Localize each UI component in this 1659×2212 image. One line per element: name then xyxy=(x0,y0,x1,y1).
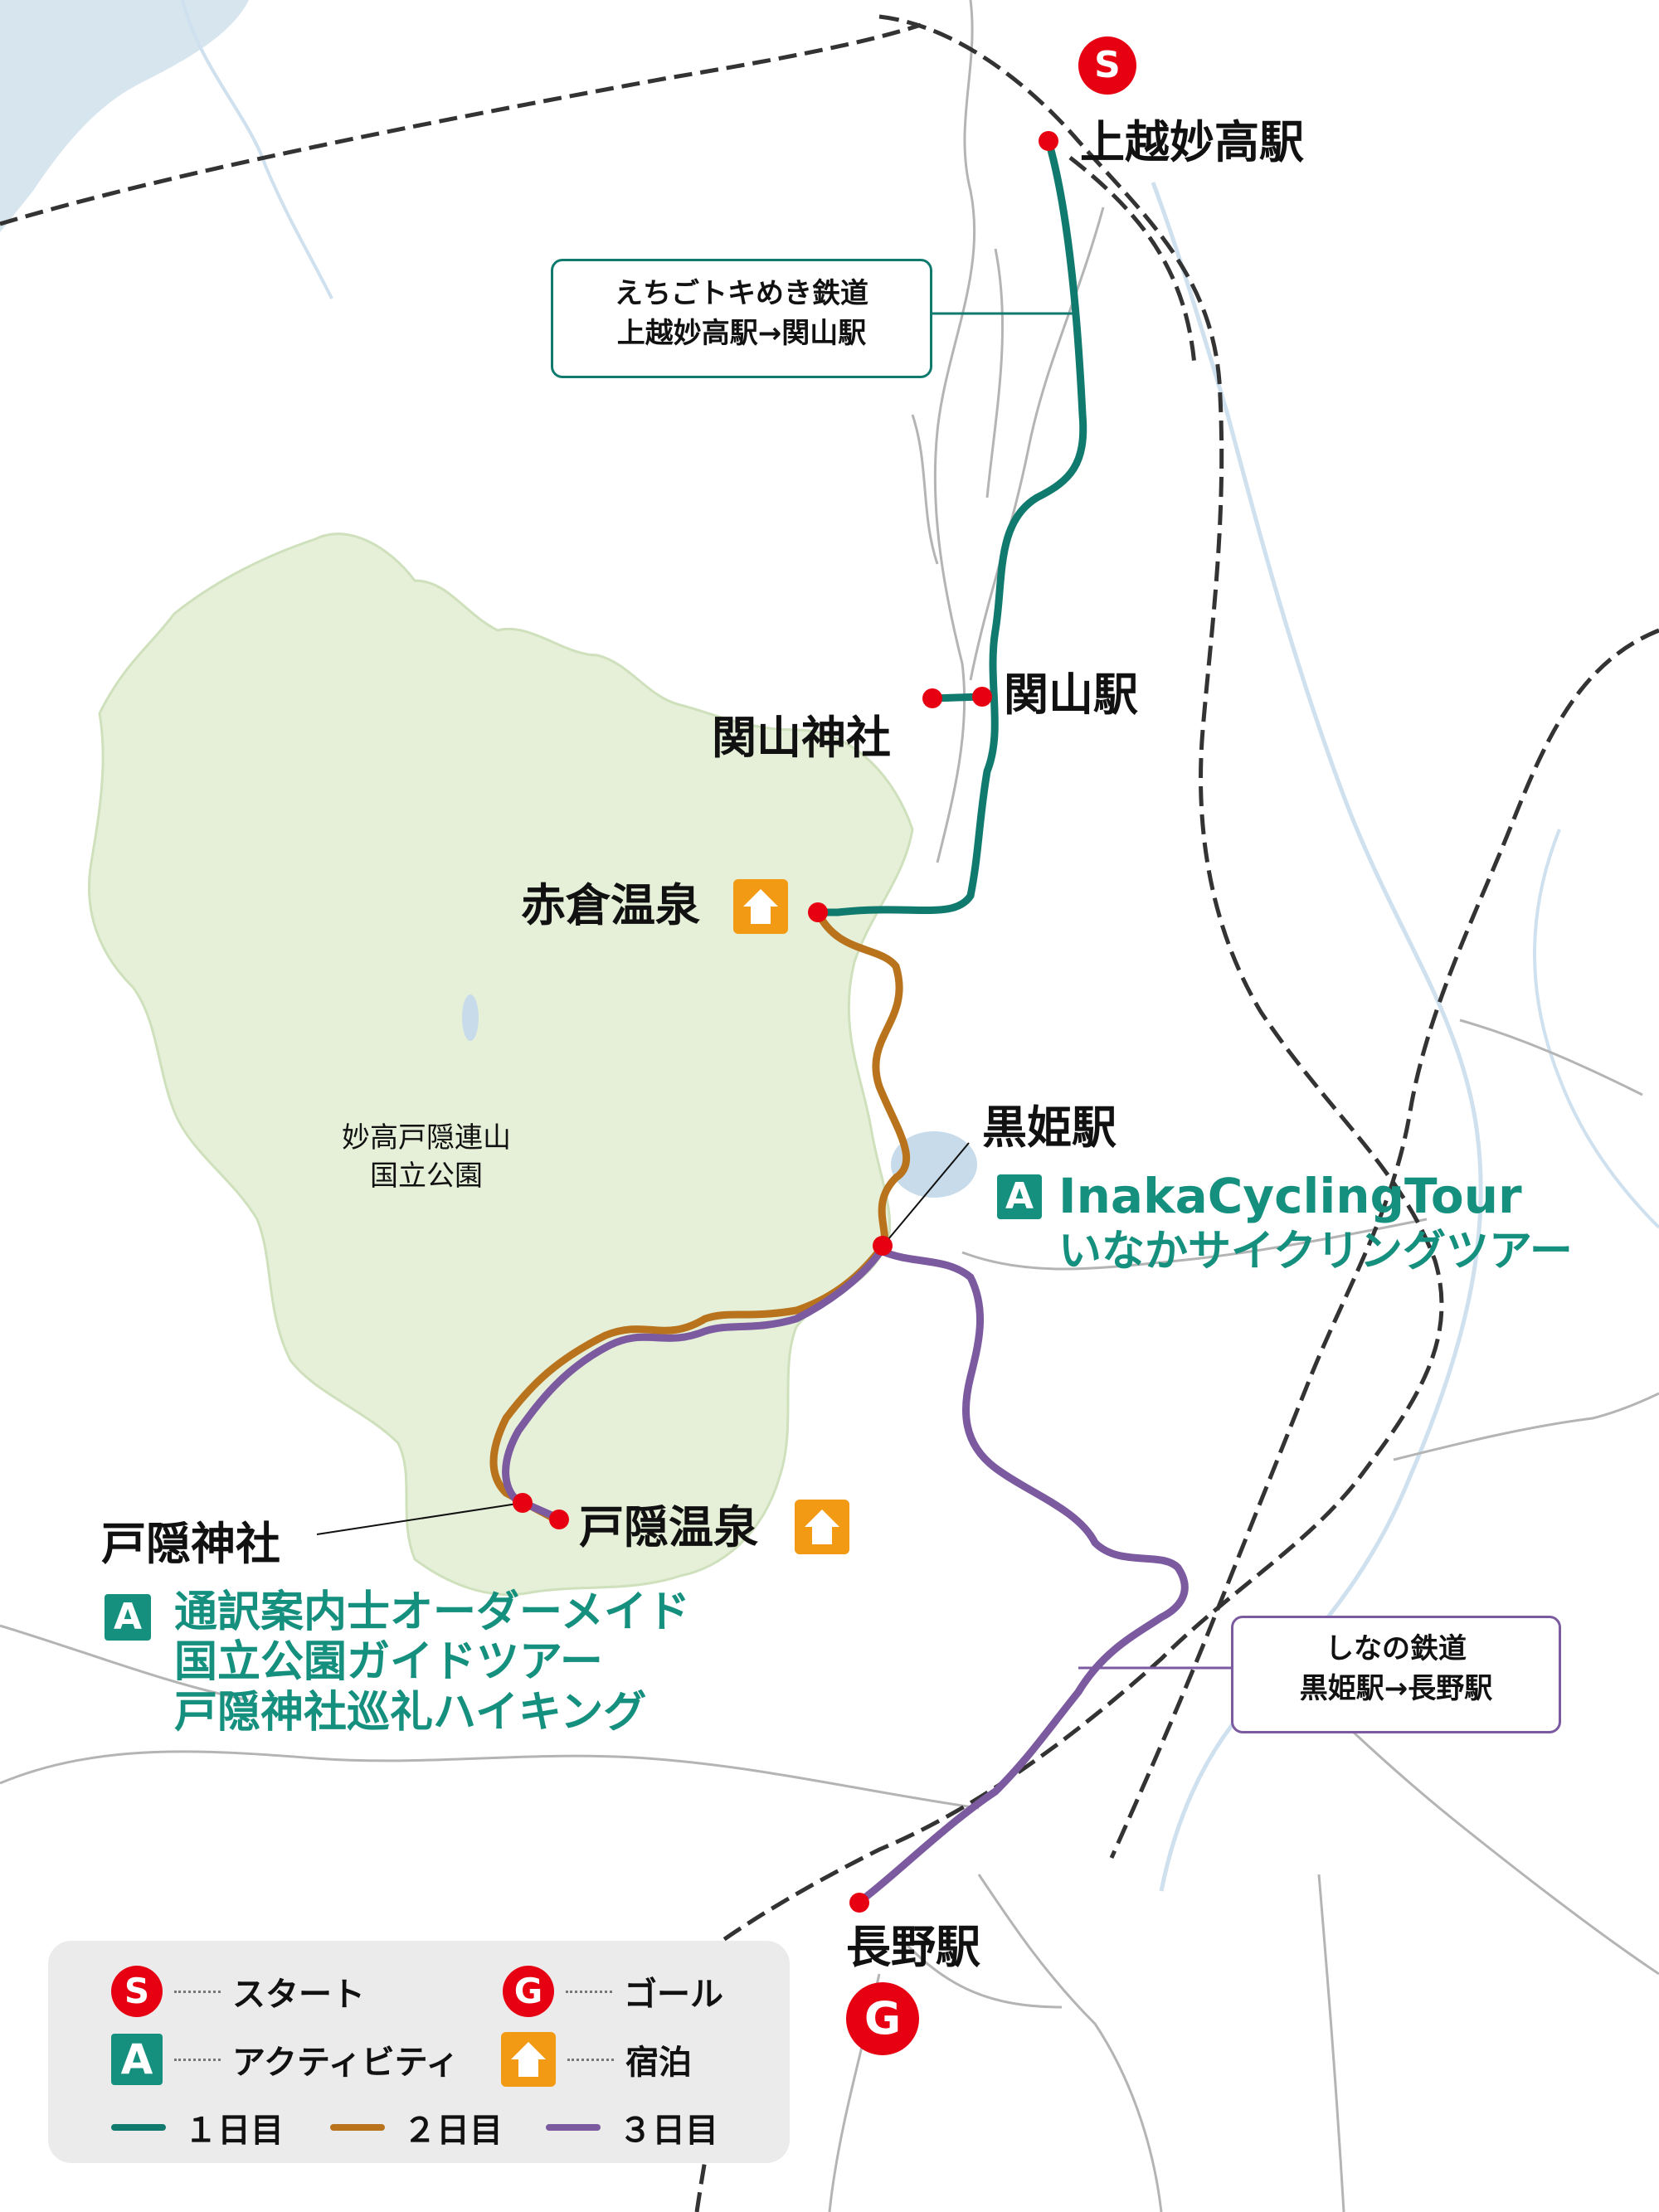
station-label-kurohime: 黒姫駅 xyxy=(982,1101,1117,1154)
legend-divider xyxy=(567,2058,614,2061)
legend-activity-label: アクティビティ xyxy=(232,2044,460,2082)
railway xyxy=(1068,156,1197,366)
legend-start: S スタート xyxy=(111,1966,365,2017)
legend-day2: ２日目 xyxy=(330,2103,503,2151)
station-dot-sekiyama-shrine xyxy=(922,688,942,708)
railway xyxy=(0,22,922,226)
start-marker: S xyxy=(1078,36,1136,95)
sea-area xyxy=(0,0,249,232)
road xyxy=(969,207,1105,681)
lodging-icon-akakura xyxy=(733,879,788,934)
legend-day2-line xyxy=(330,2124,385,2131)
park-name-line1: 妙高戸隠連山 xyxy=(342,1121,511,1155)
road xyxy=(911,414,939,565)
legend-day1-line xyxy=(111,2124,166,2131)
road xyxy=(1459,1018,1643,1096)
activity-togakushi-line2: 国立公園ガイドツアー xyxy=(174,1637,603,1688)
lodging-icon xyxy=(501,2032,556,2087)
activity-badge-inaka: A xyxy=(997,1174,1042,1219)
goal-marker-icon: G xyxy=(503,1966,554,2017)
legend-day2-label: ２日目 xyxy=(403,2112,503,2150)
legend: S スタート G ゴール A アクティビティ 宿泊 １日目 ２日目 ３日目 xyxy=(48,1941,790,2163)
house-icon xyxy=(805,1510,839,1544)
activity-inaka-line2: いなかサイクリングツアー xyxy=(1058,1226,1573,1276)
legend-divider xyxy=(566,1990,612,1993)
legend-start-label: スタート xyxy=(232,1976,365,2014)
lake xyxy=(462,994,479,1041)
station-label-nagano: 長野駅 xyxy=(846,1921,980,1973)
railway xyxy=(1109,628,1659,1860)
callout-shinano-line1: しなの鉄道 xyxy=(1326,1632,1467,1665)
station-dot-togakushi-onsen xyxy=(549,1510,569,1529)
station-dot-akakura xyxy=(808,902,828,922)
station-label-sekiyama-shrine: 関山神社 xyxy=(712,712,891,764)
route-day1 xyxy=(819,137,1087,916)
activity-togakushi-line3: 戸隠神社巡礼ハイキング xyxy=(174,1687,647,1738)
legend-day1: １日目 xyxy=(111,2103,284,2151)
legend-day3-line xyxy=(546,2124,601,2131)
railway xyxy=(694,2064,732,2212)
callout-shinano-railway: しなの鉄道 黒姫駅→長野駅 xyxy=(1231,1616,1561,1733)
route-day3 xyxy=(859,1247,1189,1903)
station-label-akakura-onsen: 赤倉温泉 xyxy=(521,879,700,931)
park-name: 妙高戸隠連山 国立公園 xyxy=(342,1120,511,1196)
station-label-sekiyama: 関山駅 xyxy=(1004,668,1138,721)
legend-day3-label: ３日目 xyxy=(619,2112,718,2150)
legend-lodging: 宿泊 xyxy=(501,2032,692,2087)
legend-goal-label: ゴール xyxy=(624,1976,723,2014)
activity-togakushi: 通訳案内士オーダーメイド 国立公園ガイドツアー 戸隠神社巡礼ハイキング xyxy=(174,1587,690,1738)
lodging-icon-togakushi xyxy=(795,1500,849,1554)
river xyxy=(1533,829,1659,1229)
park-name-line2: 国立公園 xyxy=(370,1159,483,1193)
route-day3 xyxy=(502,1247,885,1522)
label-leader-togakushi-shrine xyxy=(316,1502,523,1535)
activity-badge-togakushi: A xyxy=(105,1594,151,1641)
road xyxy=(0,1624,250,1702)
station-dot-kurohime xyxy=(873,1236,893,1256)
house-icon xyxy=(743,889,778,924)
legend-divider xyxy=(174,1990,221,1993)
station-dot-togakushi-shrine xyxy=(513,1493,533,1513)
legend-divider xyxy=(174,2058,221,2061)
station-label-joetsu-myoko: 上越妙高駅 xyxy=(1080,116,1304,168)
road xyxy=(977,1874,1163,2212)
legend-activity: A アクティビティ xyxy=(111,2034,459,2085)
station-label-togakushi-shrine: 戸隠神社 xyxy=(101,1518,280,1570)
station-label-togakushi-onsen: 戸隠温泉 xyxy=(579,1501,758,1553)
road xyxy=(933,0,976,863)
activity-togakushi-line1: 通訳案内士オーダーメイド xyxy=(174,1587,690,1637)
road xyxy=(985,248,1005,498)
callout-echigo-line1: えちごトキめき鉄道 xyxy=(615,277,868,310)
legend-day3: ３日目 xyxy=(546,2103,718,2151)
house-icon xyxy=(511,2042,546,2077)
station-dot-nagano xyxy=(849,1893,869,1913)
legend-goal: G ゴール xyxy=(503,1966,723,2017)
station-dot-sekiyama xyxy=(972,687,992,707)
legend-lodging-label: 宿泊 xyxy=(625,2044,692,2082)
road xyxy=(0,1750,980,1810)
callout-echigo-railway: えちごトキめき鉄道 上越妙高駅→関山駅 xyxy=(551,259,932,378)
callout-echigo-line2: 上越妙高駅→関山駅 xyxy=(616,316,867,350)
river xyxy=(181,0,333,299)
road xyxy=(961,1218,1428,1271)
goal-marker: G xyxy=(846,1982,919,2055)
label-leader-kurohime xyxy=(883,1142,970,1245)
railway xyxy=(687,14,1444,1967)
legend-day1-label: １日目 xyxy=(184,2112,284,2150)
activity-inaka: InakaCyclingTour いなかサイクリングツアー xyxy=(1058,1168,1573,1277)
lake xyxy=(891,1131,977,1198)
station-dot-joetsu-myoko xyxy=(1039,131,1058,151)
road xyxy=(1393,1392,1659,1461)
callout-shinano-line2: 黒姫駅→長野駅 xyxy=(1299,1671,1493,1705)
start-marker-icon: S xyxy=(111,1966,163,2017)
road xyxy=(1317,1874,1345,2212)
activity-inaka-line1: InakaCyclingTour xyxy=(1058,1168,1522,1224)
road xyxy=(894,1932,1063,2009)
activity-badge-icon: A xyxy=(111,2034,163,2085)
